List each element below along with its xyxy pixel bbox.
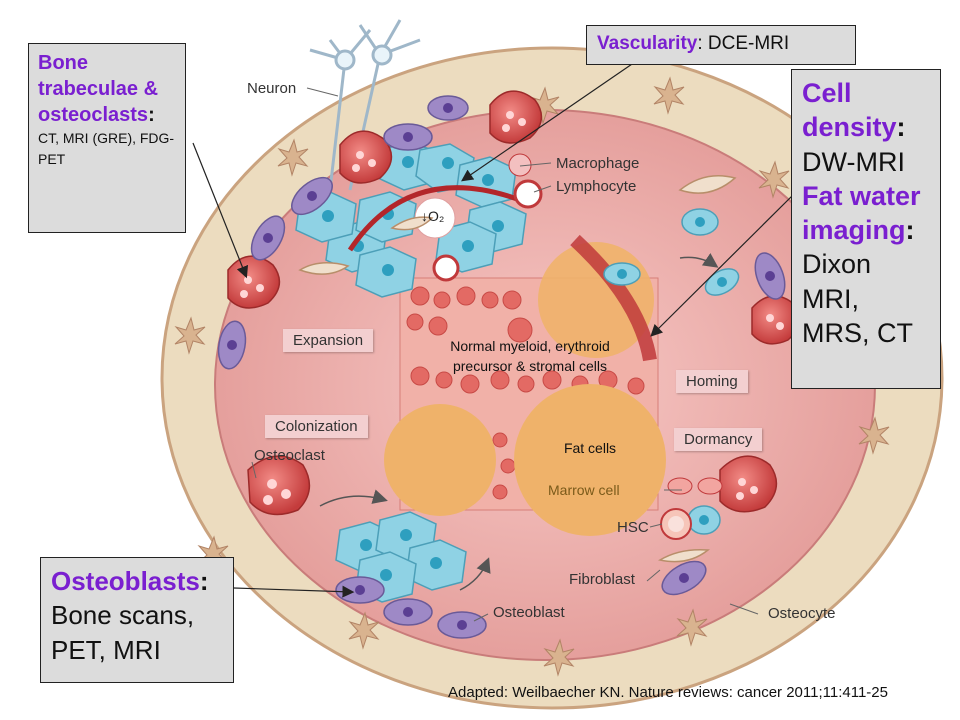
migrating-tumor-cell-nuclei: [617, 217, 727, 525]
callout-vascularity: Vascularity: DCE-MRI: [586, 25, 856, 65]
callout-cell-density-modality: DW-MRI: [802, 146, 905, 177]
callout-bone-modalities: CT, MRI (GRE), FDG-PET: [38, 130, 175, 167]
vessel-top: [347, 185, 521, 252]
hypoxia-label: ↓O₂: [421, 208, 445, 224]
osteoblast-label: Osteoblast: [493, 604, 565, 621]
immune-cells: [432, 153, 543, 282]
fibroblast-label: Fibroblast: [569, 571, 635, 588]
lymphocyte-label: Lymphocyte: [556, 178, 637, 195]
callout-bone-title: Bone trabeculae & osteoclasts: [38, 52, 159, 126]
callout-bone-trabeculae: Bone trabeculae & osteoclasts: CT, MRI (…: [28, 43, 186, 233]
osteocyte-stars: [174, 76, 890, 677]
neuron-illustration: [309, 19, 421, 191]
fat-cell-left: [384, 404, 496, 516]
osteoblasts: [217, 95, 786, 639]
blood-vessel: [570, 234, 657, 362]
stage-homing: Homing: [676, 370, 748, 393]
normal-cells-caption: Normal myeloid, erythroid precursor & st…: [450, 338, 610, 374]
callout-osteoblasts: Osteoblasts: Bone scans, PET, MRI: [40, 557, 234, 683]
osteocyte-label: Osteocyte: [768, 605, 836, 622]
callout-osteoblasts-modalities: Bone scans, PET, MRI: [51, 600, 195, 665]
stage-dormancy: Dormancy: [674, 428, 763, 451]
callout-fat-water-title: Fat water imaging: [802, 180, 921, 246]
callout-osteoblasts-title: Osteoblasts: [51, 566, 200, 596]
callout-bone-colon: :: [148, 104, 155, 126]
citation-text: Adapted: Weilbaecher KN. Nature reviews:…: [448, 684, 888, 701]
osteoclast-label: Osteoclast: [254, 447, 325, 464]
marrow-cell-label: Marrow cell: [548, 482, 620, 498]
stage-expansion: Expansion: [283, 329, 374, 352]
callout-cell-density-title: Cell density: [802, 78, 897, 143]
fibroblasts: [298, 175, 737, 563]
label-leader-lines: [251, 87, 759, 622]
neuron-label: Neuron: [247, 80, 297, 97]
fat-cell-right: [514, 384, 666, 536]
callout-osteoblasts-colon: :: [199, 566, 209, 596]
callout-cell-density: Cell density: DW-MRI Fat water imaging: …: [791, 69, 941, 389]
callout-cell-density-colon: :: [896, 112, 906, 143]
callout-fat-water-modalities: Dixon MRI, MRS, CT: [802, 249, 913, 348]
callout-arrows: [192, 61, 794, 598]
macrophage-label: Macrophage: [556, 155, 640, 172]
callout-vascularity-modality: : DCE-MRI: [697, 33, 790, 54]
fat-cells-caption: Fat cells: [563, 440, 617, 456]
hsc-label: HSC: [617, 519, 649, 536]
stage-colonization: Colonization: [265, 415, 368, 438]
callout-vascularity-title: Vascularity: [597, 33, 698, 54]
hsc-cells: [660, 477, 723, 540]
callout-fat-water-colon: :: [905, 215, 915, 246]
process-arrows: [319, 253, 719, 591]
